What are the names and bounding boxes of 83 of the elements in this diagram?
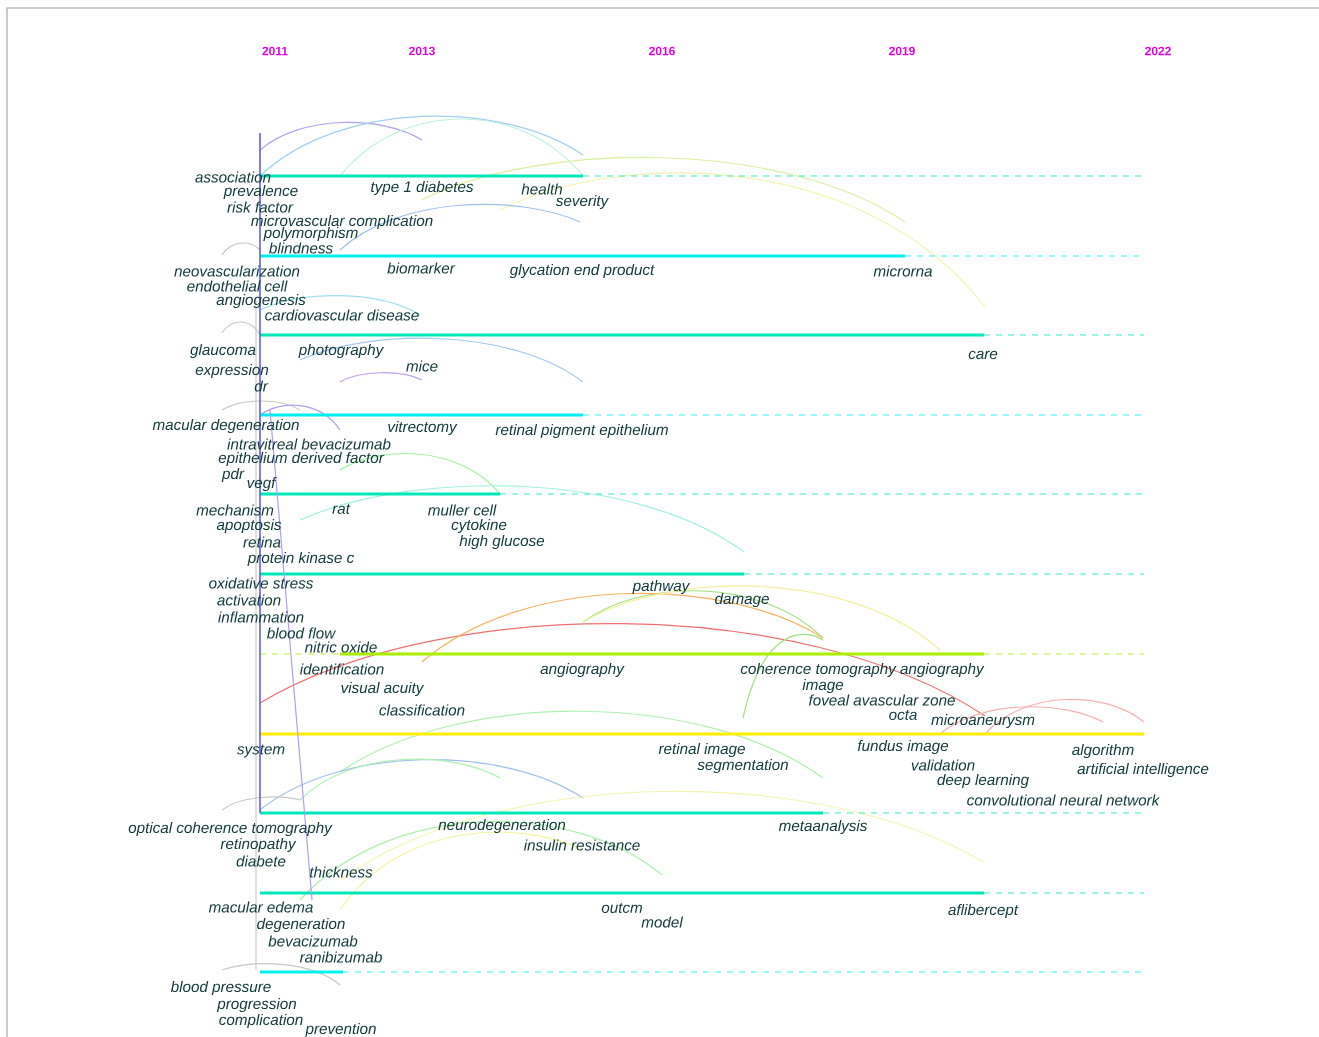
keyword-label: oxidative stress bbox=[209, 577, 314, 589]
year-label: 2019 bbox=[889, 46, 915, 56]
year-label: 2016 bbox=[649, 46, 675, 56]
keyword-label: risk factor bbox=[227, 201, 294, 213]
keyword-label: octa bbox=[889, 710, 917, 720]
keyword-label: retinal pigment epithelium bbox=[495, 423, 668, 439]
keyword-label: system bbox=[236, 744, 285, 758]
keyword-label: blindness bbox=[269, 242, 333, 254]
keyword-label: apoptosis bbox=[216, 518, 282, 534]
keyword-label: artificial intelligence bbox=[1077, 762, 1209, 778]
keyword-label: optical coherence tomography bbox=[128, 821, 333, 837]
keyword-label: photography bbox=[298, 343, 384, 359]
keyword-label: endothelial cell bbox=[187, 280, 288, 292]
keyword-label: retinal image bbox=[658, 742, 745, 758]
keyword-label: coherence tomography angiography bbox=[740, 662, 985, 678]
keyword-label: insulin resistance bbox=[523, 839, 640, 851]
keyword-label: nitric oxide bbox=[304, 641, 377, 653]
keyword-label: progression bbox=[216, 997, 296, 1013]
keyword-label: inflammation bbox=[218, 611, 304, 623]
keyword-label: biomarker bbox=[387, 262, 456, 274]
keyword-label: segmentation bbox=[697, 758, 788, 774]
keyword-label: degeneration bbox=[257, 917, 345, 933]
year-label: 2013 bbox=[409, 46, 435, 56]
keyword-label: polymorphism bbox=[263, 226, 358, 242]
keyword-label: dr bbox=[254, 380, 269, 392]
keyword-label: neurodegeneration bbox=[438, 818, 566, 834]
keyword-label: prevention bbox=[305, 1022, 376, 1037]
keyword-label: retinopathy bbox=[220, 837, 297, 853]
keyword-label: bevacizumab bbox=[268, 935, 358, 947]
keyword-label: deep learning bbox=[937, 773, 1029, 789]
keyword-label: foveal avascular zone bbox=[809, 694, 955, 706]
keyword-label: angiography bbox=[540, 662, 625, 678]
keyword-label: macular edema bbox=[208, 901, 313, 913]
keyword-label: algorithm bbox=[1072, 743, 1134, 759]
keyword-label: visual acuity bbox=[341, 681, 425, 697]
keyword-label: expression bbox=[195, 363, 269, 379]
keyword-label: type 1 diabetes bbox=[371, 180, 474, 196]
keyword-label: muller cell bbox=[428, 504, 497, 516]
keyword-label: prevalence bbox=[223, 184, 298, 200]
keyword-label: mechanism bbox=[196, 504, 274, 516]
keyword-label: microrna bbox=[873, 265, 933, 277]
keyword-label: blood flow bbox=[267, 627, 336, 639]
keyword-label: macular degeneration bbox=[152, 418, 299, 434]
year-label: 2011 bbox=[262, 46, 288, 56]
keyword-label: validation bbox=[911, 759, 975, 771]
keyword-label: health bbox=[521, 183, 562, 195]
keyword-label: pathway bbox=[632, 579, 691, 595]
keyword-label: blood pressure bbox=[170, 980, 271, 996]
keyword-label: epithelium derived factor bbox=[218, 451, 385, 467]
keyword-label: metaanalysis bbox=[778, 819, 868, 835]
keyword-label: cardiovascular disease bbox=[265, 309, 419, 321]
keyword-label: diabete bbox=[236, 855, 286, 867]
keyword-label: association bbox=[195, 171, 271, 183]
keyword-label: activation bbox=[217, 594, 281, 606]
keyword-label: mice bbox=[406, 360, 438, 372]
year-label: 2022 bbox=[1145, 46, 1171, 56]
keyword-label: severity bbox=[555, 194, 609, 210]
keyword-label: glycation end product bbox=[509, 263, 655, 279]
keyword-label: ranibizumab bbox=[299, 951, 382, 963]
keyword-label: angiogenesis bbox=[216, 293, 306, 309]
keyword-label: outcm bbox=[601, 903, 642, 913]
keyword-label: thickness bbox=[310, 866, 373, 878]
keyword-label: pdr bbox=[221, 467, 245, 483]
keyword-label: model bbox=[641, 916, 684, 928]
keyword-label: glaucoma bbox=[190, 343, 256, 359]
keyword-label: complication bbox=[219, 1013, 303, 1029]
keyword-label: vegf bbox=[247, 476, 277, 492]
keyword-label: aflibercept bbox=[948, 903, 1019, 919]
keyword-label: high glucose bbox=[459, 534, 545, 550]
keyword-label: fundus image bbox=[857, 739, 949, 755]
keyword-label: care bbox=[968, 350, 998, 360]
keyword-label: neovascularization bbox=[174, 265, 300, 277]
keyword-label: cytokine bbox=[451, 518, 507, 534]
keyword-label: microaneurysm bbox=[931, 713, 1035, 729]
keyword-label: retina bbox=[243, 536, 281, 548]
keyword-label: intravitreal bevacizumab bbox=[227, 438, 391, 450]
keyword-label: vitrectomy bbox=[388, 420, 458, 436]
keyword-label: damage bbox=[715, 592, 769, 608]
keyword-label: protein kinase c bbox=[247, 551, 355, 567]
keyword-label: image bbox=[802, 678, 844, 694]
keyword-label: classification bbox=[379, 704, 465, 716]
keyword-label: rat bbox=[332, 504, 351, 514]
keyword-label: convolutional neural network bbox=[967, 794, 1160, 806]
